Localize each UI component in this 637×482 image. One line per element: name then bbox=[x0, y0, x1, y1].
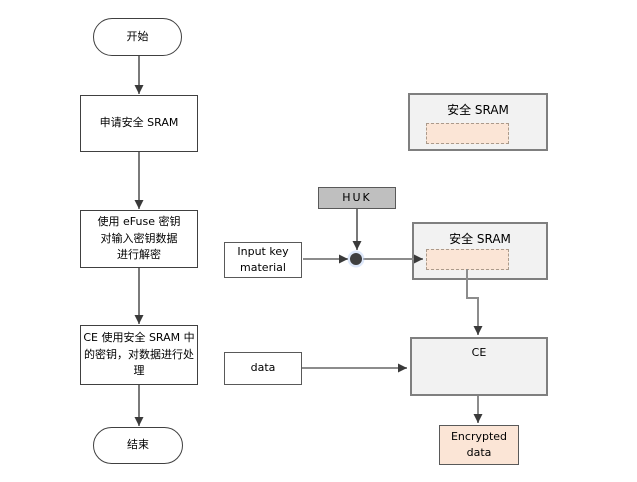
data-block: data bbox=[224, 352, 302, 385]
junction-glow bbox=[347, 250, 365, 268]
input-key-material-block: Input key material bbox=[224, 242, 302, 278]
secure-sram-top-title: 安全 SRAM bbox=[447, 103, 509, 117]
flow-step-decrypt-key: 使用 eFuse 密钥 对输入密钥数据 进行解密 bbox=[80, 210, 198, 268]
flow-start-node: 开始 bbox=[93, 18, 182, 56]
secure-sram-mid-title: 安全 SRAM bbox=[449, 232, 511, 246]
secure-sram-top-panel: 安全 SRAM bbox=[408, 93, 548, 151]
ce-label: CE bbox=[471, 346, 487, 359]
flow-end-node: 结束 bbox=[93, 427, 183, 464]
ce-block: CE bbox=[410, 337, 548, 396]
secure-sram-top-key-slot bbox=[426, 123, 509, 144]
flow-step-ce-process: CE 使用安全 SRAM 中 的密钥，对数据进行处 理 bbox=[80, 325, 198, 385]
junction-dot bbox=[350, 253, 362, 265]
secure-sram-mid-panel: 安全 SRAM bbox=[412, 222, 548, 280]
encrypted-data-block: Encrypted data bbox=[439, 425, 519, 465]
huk-block: HUK bbox=[318, 187, 396, 209]
secure-sram-mid-key-slot bbox=[426, 249, 509, 270]
flow-step-request-sram: 申请安全 SRAM bbox=[80, 95, 198, 152]
